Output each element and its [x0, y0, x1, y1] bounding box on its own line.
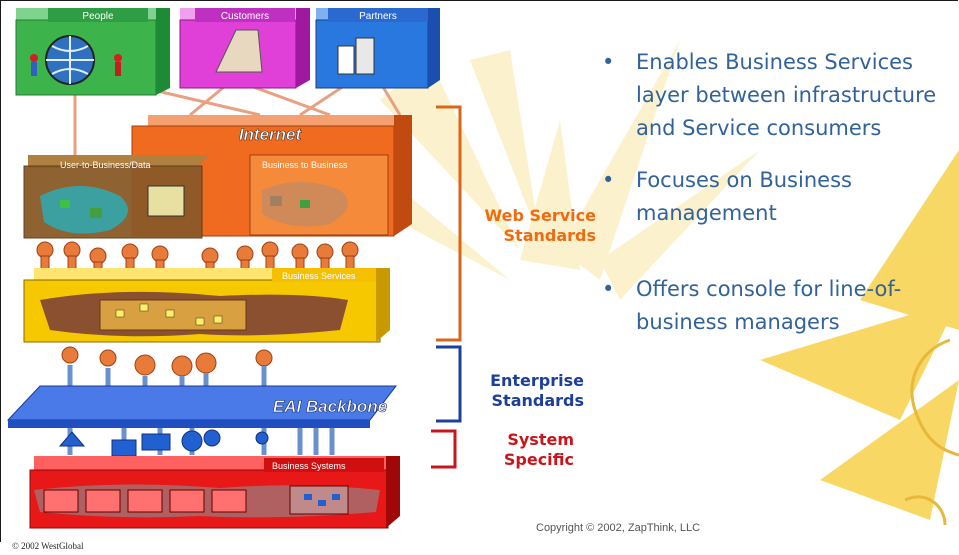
web-service-line2: Standards	[503, 226, 596, 245]
copyright-text: Copyright © 2002, ZapThink, LLC	[536, 522, 701, 534]
system-specific-label: System Specific	[470, 430, 574, 470]
user-to-business-label: User-to-Business/Data	[60, 160, 151, 170]
system-line2: Specific	[503, 450, 574, 469]
system-bracket	[431, 429, 457, 469]
enterprise-line2: Standards	[491, 391, 584, 410]
internet-label: Internet	[239, 125, 303, 144]
connector	[195, 352, 217, 374]
enterprise-standards-label: Enterprise Standards	[470, 371, 584, 411]
customers-cube	[179, 8, 310, 89]
enterprise-line1: Enterprise	[490, 371, 584, 390]
connector	[134, 354, 156, 376]
business-systems-label: Business Systems	[272, 461, 346, 471]
partners-cube	[315, 8, 440, 89]
connector	[291, 243, 309, 273]
system-line1: System	[507, 430, 574, 449]
people-label: People	[82, 11, 114, 22]
partners-label: Partners	[359, 11, 397, 22]
business-services-layer	[23, 268, 390, 343]
business-to-business-label: Business to Business	[262, 160, 348, 170]
adapter	[181, 430, 203, 452]
connector	[99, 349, 117, 367]
connector	[151, 245, 169, 273]
connector	[121, 243, 139, 273]
connector	[171, 355, 193, 377]
connector	[236, 245, 254, 273]
bullet-list: Enables Business Services layer between …	[602, 46, 952, 339]
web-service-line1: Web Service	[484, 206, 596, 225]
architecture-diagram: People Customers Partners Internet User-…	[6, 8, 462, 529]
bullet-item: Focuses on Business management	[602, 164, 952, 230]
connector	[341, 241, 359, 271]
business-services-label: Business Services	[282, 271, 356, 281]
people-cube	[15, 8, 170, 96]
eai-backbone-label: EAI Backbone	[273, 397, 387, 416]
adapter	[58, 431, 86, 447]
connector	[316, 243, 334, 273]
connector	[36, 241, 54, 273]
bullet-item: Offers console for line-of-business mana…	[602, 273, 952, 339]
connector	[261, 241, 279, 271]
slide-frame	[0, 0, 958, 542]
eai-backbone	[6, 385, 398, 428]
customers-label: Customers	[221, 11, 269, 22]
adapter	[141, 433, 171, 451]
business-to-business-box	[249, 154, 389, 236]
adapter	[111, 439, 137, 457]
web-service-bracket	[436, 105, 462, 342]
bullet-item: Enables Business Services layer between …	[602, 46, 952, 145]
enterprise-bracket	[436, 345, 462, 423]
connector	[63, 241, 81, 273]
business-systems-layer	[29, 456, 400, 529]
connector	[61, 346, 79, 364]
adapter	[203, 429, 221, 447]
westglobal-text: © 2002 WestGlobal	[12, 541, 84, 551]
user-to-business-box	[23, 155, 210, 239]
adapter	[255, 431, 269, 445]
connector	[255, 349, 273, 367]
web-service-standards-label: Web Service Standards	[470, 206, 596, 246]
